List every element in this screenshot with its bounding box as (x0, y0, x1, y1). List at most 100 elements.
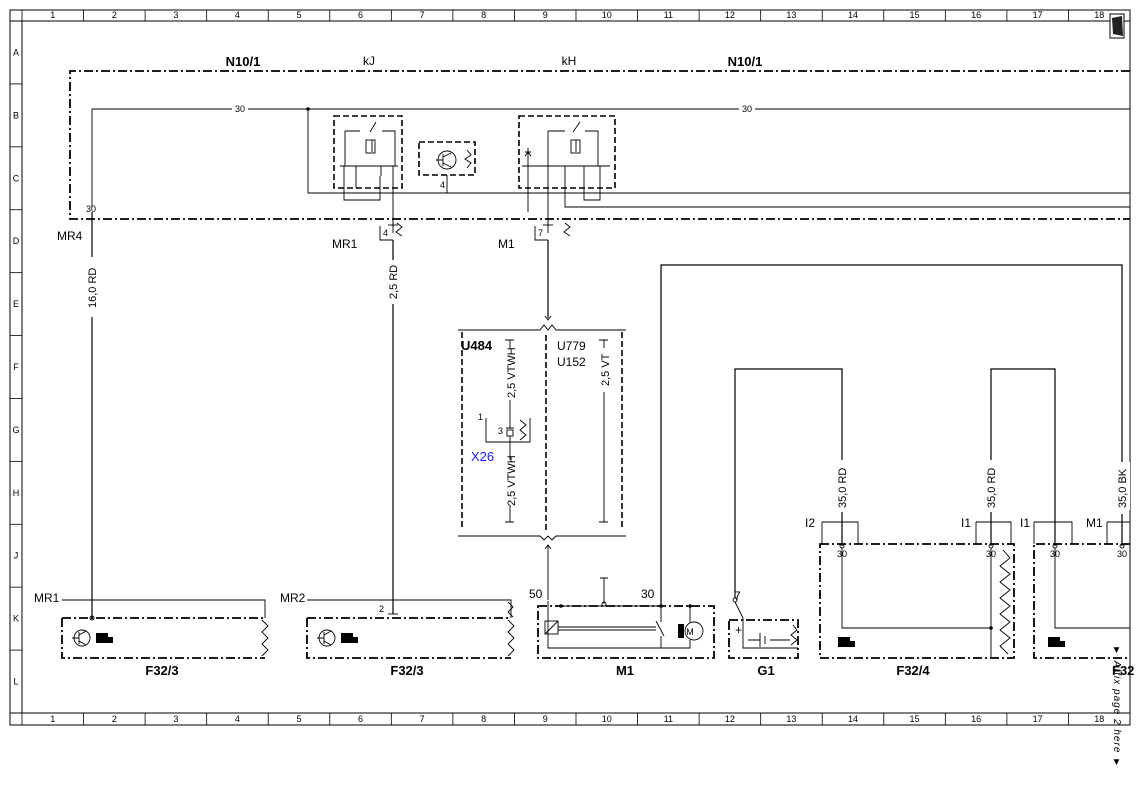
g1-battery (728, 597, 799, 659)
wire-35-rd-a-label: 35,0 RD (837, 468, 849, 508)
grid-column-number: 14 (848, 10, 858, 20)
g1-label: G1 (757, 663, 774, 678)
grid-column-number: 18 (1094, 714, 1104, 724)
mr1-bottom-label: MR1 (34, 591, 60, 605)
grid-column-number: 8 (481, 714, 486, 724)
wire-16-rd-label: 16,0 RD (87, 268, 99, 308)
wires-to-fuses (734, 368, 1056, 598)
x26-pin-3: 3 (498, 426, 503, 436)
bus-pin-30-right: 30 (742, 104, 752, 114)
relay-kh-label: kH (562, 54, 577, 68)
grid-column-number: 6 (358, 10, 363, 20)
vt-wire (599, 339, 608, 523)
grid-column-number: 11 (664, 10, 673, 20)
sheet-frame (9, 9, 1131, 726)
relay-kj (333, 115, 403, 189)
relay-kj-label: kJ (363, 54, 375, 68)
wire-35-bk-label: 35,0 BK (1117, 468, 1129, 508)
grid-column-number: 14 (848, 714, 858, 724)
relay-kj-terminals (343, 166, 394, 226)
grid-column-number: 16 (971, 10, 981, 20)
vtwh-wire (485, 339, 531, 523)
grid-row-letter: G (12, 425, 19, 435)
connector-block-u484-u779 (458, 324, 626, 600)
grid-row-letter: A (13, 47, 19, 57)
grid-column-number: 8 (481, 10, 486, 20)
transistor-module (418, 141, 476, 193)
grid-row-letter: L (13, 677, 18, 687)
affix-page-note: ▼ Affix page 2 here ▼ (1102, 645, 1122, 795)
relay-kh (518, 115, 616, 189)
mr2-pin-2: 2 (379, 604, 384, 614)
u152-label: U152 (557, 355, 586, 369)
internal-bus-30 (91, 107, 1130, 208)
affix-note-text: Affix page 2 here (1111, 660, 1122, 754)
grid-column-number: 12 (725, 10, 735, 20)
grid-column-number: 17 (1033, 10, 1043, 20)
u779-label: U779 (557, 339, 586, 353)
mr1-connector (379, 220, 403, 241)
grid-column-number: 7 (420, 10, 425, 20)
wire-vt-label: 2,5 VT (600, 353, 612, 386)
wire-35-rd-b-label: 35,0 RD (986, 468, 998, 508)
pin-30-i2: 30 (837, 549, 847, 559)
wire-vtwh-top-label: 2,5 VTWH (506, 347, 518, 398)
grid-row-letter: C (13, 173, 20, 183)
grid-column-number: 2 (112, 714, 117, 724)
f32-right-label: F32 (1112, 663, 1134, 678)
grid-column-number: 15 (910, 714, 920, 724)
grid-row-letter: H (13, 488, 20, 498)
grid-column-ticks (21, 10, 1131, 725)
grid-column-number: 10 (602, 10, 612, 20)
wire-to-m1-30 (660, 264, 1123, 606)
i1-b-label: I1 (1020, 516, 1030, 530)
m1-pin-30: 30 (641, 587, 655, 601)
relay-kh-terminals (527, 166, 601, 226)
f32-4 (819, 521, 1015, 659)
mr1-pin-4: 4 (383, 228, 388, 238)
grid-row-letter: E (13, 299, 19, 309)
arrow-down-icon: ▼ (1111, 757, 1122, 770)
grid-column-number: 12 (725, 714, 735, 724)
grid-column-number: 18 (1094, 10, 1104, 20)
m1-right-label: M1 (1086, 516, 1103, 530)
grid-column-number: 13 (786, 714, 796, 724)
grid-column-number: 15 (910, 10, 920, 20)
m1-pin-7: 7 (538, 228, 543, 238)
grid-row-ticks (10, 20, 22, 714)
x26-label: X26 (471, 449, 494, 464)
mr4-pin-label: 30 (86, 204, 96, 214)
grid-column-number: 4 (235, 714, 240, 724)
m1-connector (534, 220, 571, 241)
m1-pin-50: 50 (529, 587, 543, 601)
pin-30-m1: 30 (1117, 549, 1127, 559)
i2-label: I2 (805, 516, 815, 530)
f32-3-middle-label: F32/3 (390, 663, 423, 678)
grid-column-number: 3 (173, 10, 178, 20)
f32-3-left (61, 599, 269, 659)
grid-labels: 1122334455667788991010111112121313141415… (12, 10, 1104, 724)
grid-row-letter: J (14, 551, 19, 561)
grid-column-number: 11 (664, 714, 673, 724)
grid-column-number: 7 (420, 714, 425, 724)
mr1-top-label: MR1 (332, 237, 358, 251)
bus-pin-30-left: 30 (235, 104, 245, 114)
wire-2-5-rd-label: 2,5 RD (388, 265, 400, 299)
n10-1-label-right: N10/1 (728, 54, 763, 69)
grid-column-number: 2 (112, 10, 117, 20)
grid-column-number: 5 (296, 10, 301, 20)
grid-column-number: 5 (296, 714, 301, 724)
f32-3-middle (306, 599, 515, 659)
x26-pin-1: 1 (478, 412, 483, 422)
grid-column-number: 10 (602, 714, 612, 724)
grid-column-number: 13 (786, 10, 796, 20)
f32-right-partial (1033, 521, 1130, 659)
grid-row-letter: K (13, 614, 19, 624)
grid-column-number: 6 (358, 714, 363, 724)
page-corner-marker (1109, 13, 1125, 39)
grid-column-number: 17 (1033, 714, 1043, 724)
mr2-bottom-label: MR2 (280, 591, 306, 605)
pin-30-i1-a: 30 (986, 549, 996, 559)
n10-1-module-box (69, 70, 1130, 220)
grid-column-number: 16 (971, 714, 981, 724)
